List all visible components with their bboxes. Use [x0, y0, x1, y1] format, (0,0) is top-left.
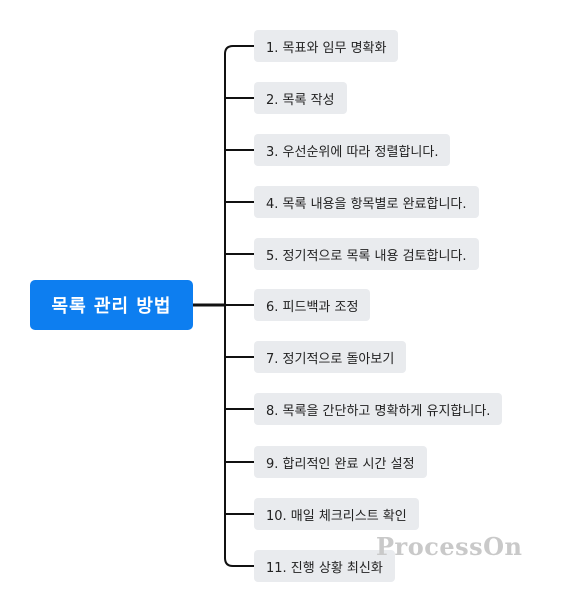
branch-line-1: [224, 45, 255, 55]
topic-8[interactable]: 8. 목록을 간단하고 명확하게 유지합니다.: [254, 393, 503, 425]
topic-7[interactable]: 7. 정기적으로 돌아보기: [254, 341, 407, 373]
branch-line-11: [224, 557, 255, 567]
topic-10[interactable]: 10. 매일 체크리스트 확인: [254, 498, 419, 530]
topic-4[interactable]: 4. 목록 내용을 항목별로 완료합니다.: [254, 186, 479, 218]
topic-3[interactable]: 3. 우선순위에 따라 정렬합니다.: [254, 134, 451, 166]
root-topic[interactable]: 목록 관리 방법: [30, 280, 193, 330]
topic-9[interactable]: 9. 합리적인 완료 시간 설정: [254, 446, 427, 478]
processon-watermark: ProcessOn: [376, 532, 523, 561]
topic-11[interactable]: 11. 진행 상황 최신화: [254, 550, 395, 582]
topic-2[interactable]: 2. 목록 작성: [254, 82, 347, 114]
topic-5[interactable]: 5. 정기적으로 목록 내용 검토합니다.: [254, 238, 479, 270]
topic-1[interactable]: 1. 목표와 임무 명확화: [254, 30, 399, 62]
topic-6[interactable]: 6. 피드백과 조정: [254, 289, 371, 321]
